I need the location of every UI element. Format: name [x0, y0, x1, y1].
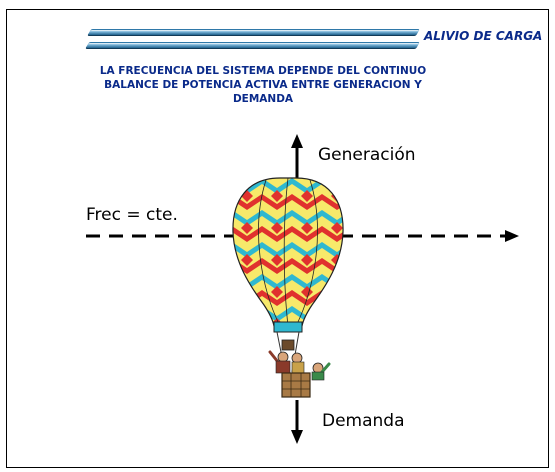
balloon-skirt — [273, 321, 303, 333]
balloon-burner — [281, 339, 295, 351]
passenger-head — [291, 352, 303, 364]
frequency-arrow-head — [505, 230, 519, 242]
slide-subtitle: LA FRECUENCIA DEL SISTEMA DEPENDE DEL CO… — [99, 65, 427, 105]
passenger-arm — [268, 350, 280, 364]
demand-label: Demanda — [322, 411, 405, 431]
passenger-arm — [320, 362, 331, 374]
hot-air-balloon — [232, 177, 344, 398]
balloon-envelope — [232, 177, 344, 327]
down-arrow-head — [291, 430, 303, 444]
generation-label: Generación — [318, 145, 416, 165]
frequency-label: Frec = cte. — [86, 205, 178, 225]
passenger-body — [291, 361, 305, 374]
passenger-body — [275, 360, 291, 374]
passenger-head — [277, 351, 289, 363]
passenger-body — [311, 371, 325, 381]
up-arrow-head — [291, 134, 303, 148]
header-title: ALIVIO DE CARGA — [424, 29, 543, 43]
balloon-basket — [281, 372, 311, 398]
